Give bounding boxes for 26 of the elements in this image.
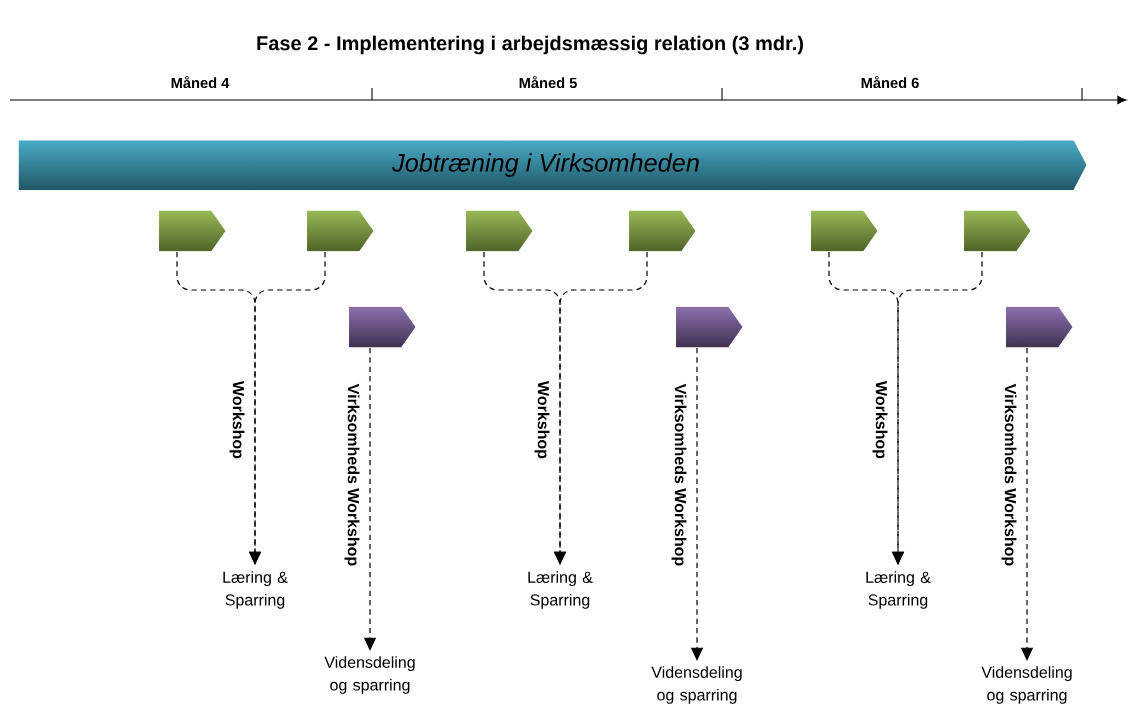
tag-shape	[674, 305, 745, 349]
outcome-label: Vidensdeling og sparring	[324, 656, 415, 694]
tag-shape	[962, 209, 1033, 253]
edge-label: Virksomheds Workshop	[671, 383, 687, 566]
tag-shape	[464, 209, 535, 253]
outcome-label: Læring & Sparring	[866, 571, 931, 609]
edge-label: Workshop	[229, 381, 245, 459]
outcome-label: Læring & Sparring	[223, 571, 288, 609]
month-label: Måned 5	[519, 75, 577, 89]
edge-label: Virksomheds Workshop	[1001, 383, 1017, 566]
edge-label: Workshop	[534, 381, 550, 459]
edge-label: Workshop	[872, 381, 888, 459]
outcome-label: Vidensdeling og sparring	[981, 666, 1072, 704]
outcome-label: Vidensdeling og sparring	[651, 666, 742, 704]
tag-shape	[627, 209, 698, 253]
month-label: Måned 4	[171, 75, 230, 89]
tag-shape	[305, 209, 376, 253]
edge-label: Virksomheds Workshop	[344, 383, 360, 566]
title: Fase 2 - Implementering i arbejdsmæssig relation (3 mdr.)	[257, 35, 803, 55]
tag-shape	[347, 305, 418, 349]
tag-shape	[809, 209, 880, 253]
banner-arrow: Jobtræning i Virksomheden	[392, 153, 699, 177]
tag-shape	[1004, 305, 1075, 349]
tag-shape	[157, 209, 228, 253]
month-label: Måned 6	[861, 75, 919, 89]
outcome-label: Læring & Sparring	[528, 571, 593, 609]
